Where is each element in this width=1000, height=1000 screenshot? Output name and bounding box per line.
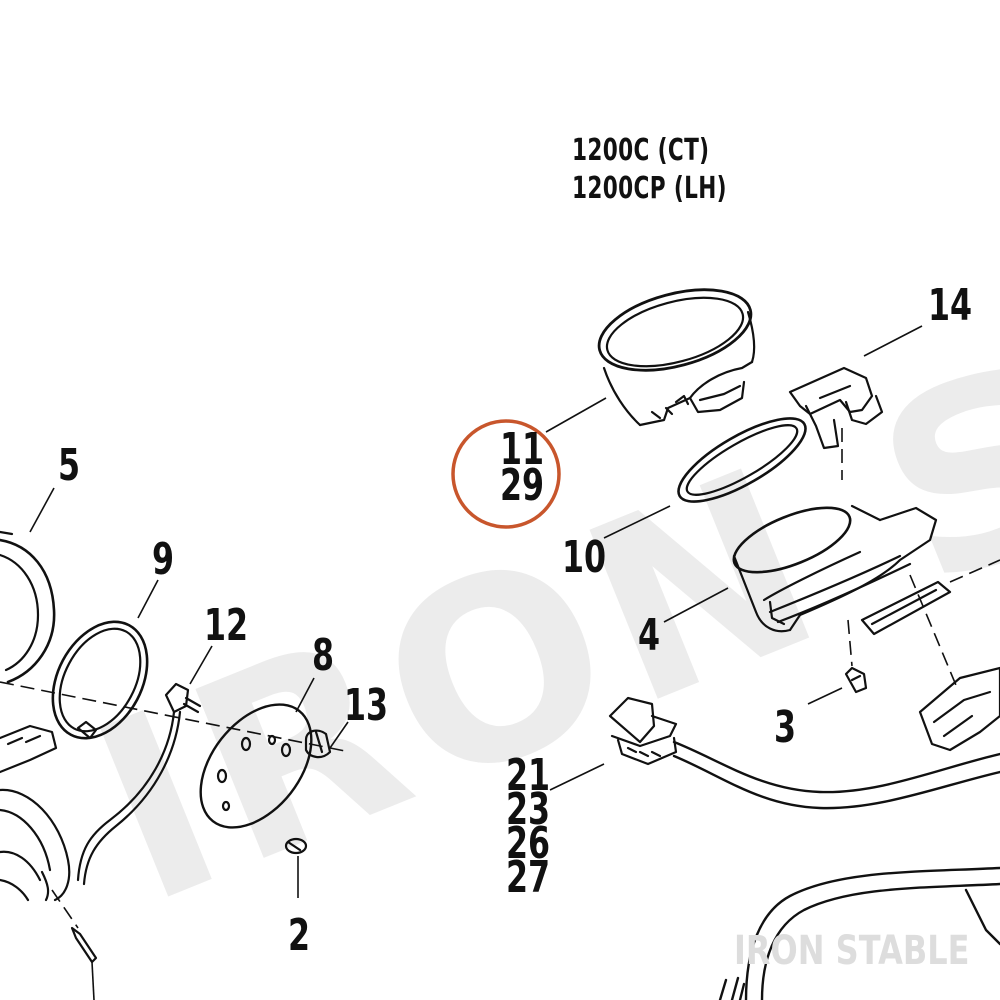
center-line-right-2 [847,619,853,667]
part-21-harness-connector [608,696,678,766]
part-2-screw [284,837,308,855]
leader-4 [663,587,729,623]
screw-left-bottom [70,926,98,964]
part-10-gasket [677,417,807,503]
callout-27: 27 [506,852,551,903]
callout-23: 23 [506,784,551,835]
wiring-harness [672,740,1000,1000]
callout-8: 8 [312,630,335,681]
part-8-plate [199,703,313,829]
callout-5: 5 [58,440,81,491]
model-line-2: 1200CP (LH) [572,171,727,206]
leader-13 [329,721,349,749]
leader-9 [137,579,159,619]
part-14-bracket [788,366,884,450]
watermark-corner: IRON STABLE [734,928,970,974]
callout-21: 21 [506,750,551,801]
part-4-housing [732,504,938,633]
connector-right [918,666,1000,752]
center-line-left [0,681,351,753]
leader-3 [807,687,843,705]
leader-12 [189,645,213,685]
leader-11 [545,397,607,433]
leader-10 [603,505,671,539]
leader-21 [549,763,605,791]
part-13-grommet [304,729,332,759]
callout-2: 2 [288,910,311,961]
part-9-ring [51,620,149,740]
model-line-1: 1200C (CT) [572,133,710,168]
leader-5 [29,487,55,533]
part-5-housing-body [0,724,71,902]
callout-10: 10 [562,532,607,583]
callout-26: 26 [506,818,551,869]
callout-13: 13 [344,680,389,731]
part-3-screw [844,666,868,694]
callout-14: 14 [928,280,973,331]
callout-9: 9 [152,534,175,585]
callout-29: 29 [500,460,545,511]
leader-screw [91,961,95,1000]
highlight-circle [451,419,561,529]
part-5-gauge-cup [0,530,56,684]
callout-11: 11 [500,424,545,475]
leader-8 [295,677,315,713]
callout-4: 4 [638,610,661,661]
leader-14 [863,325,923,357]
center-line-right-4 [949,559,1000,583]
callout-12: 12 [204,600,249,651]
small-plate-right [860,580,952,636]
callout-3: 3 [774,702,797,753]
center-line-left-lower [51,889,79,929]
part-12-bulb-socket [76,682,202,886]
part-11-gauge [597,288,756,427]
